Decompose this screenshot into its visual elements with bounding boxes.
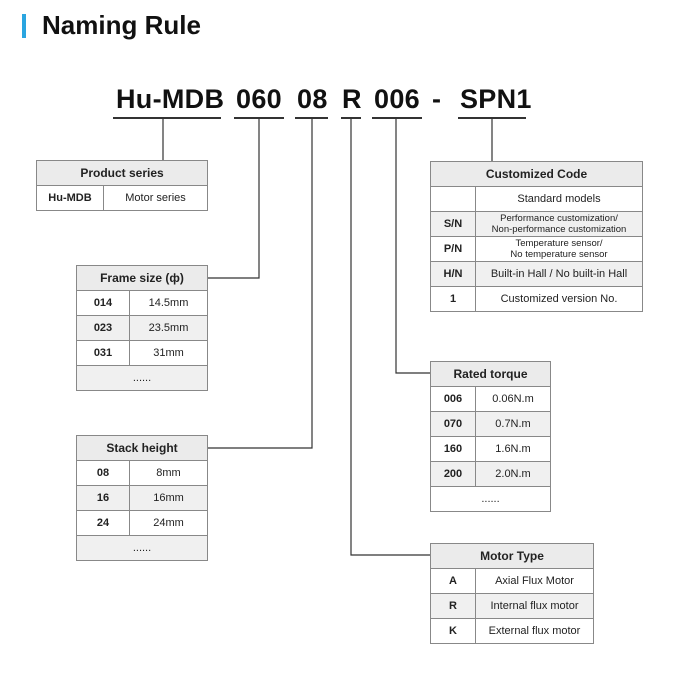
underline-frame bbox=[234, 117, 284, 119]
rated-torque-header: Rated torque bbox=[430, 361, 551, 387]
customized-code-desc-line: Non-performance customization bbox=[491, 224, 627, 235]
customized-code-code bbox=[430, 186, 476, 212]
stack-height-code: 24 bbox=[76, 510, 130, 536]
motor-type-table: Motor Type A Axial Flux Motor R Internal… bbox=[430, 543, 594, 644]
frame-size-header: Frame size (ф) bbox=[76, 265, 208, 291]
code-part-series: Hu-MDB bbox=[116, 84, 225, 114]
stack-height-code: 08 bbox=[76, 460, 130, 486]
frame-size-desc: 14.5mm bbox=[129, 290, 208, 316]
rated-torque-desc: 1.6N.m bbox=[475, 436, 551, 462]
rated-torque-code: 200 bbox=[430, 461, 476, 487]
stack-height-code: 16 bbox=[76, 485, 130, 511]
stack-height-header: Stack height bbox=[76, 435, 208, 461]
code-part-custom: SPN1 bbox=[460, 84, 532, 114]
frame-size-code: 014 bbox=[76, 290, 130, 316]
frame-size-code: 031 bbox=[76, 340, 130, 366]
customized-code-header: Customized Code bbox=[430, 161, 643, 187]
connector-stack bbox=[207, 118, 313, 449]
frame-size-desc: 23.5mm bbox=[129, 315, 208, 341]
page-title: Naming Rule bbox=[42, 10, 201, 40]
rated-torque-table: Rated torque 006 0.06N.m 070 0.7N.m 160 … bbox=[430, 361, 551, 512]
product-series-table: Product series Hu-MDB Motor series bbox=[36, 160, 208, 211]
customized-code-table: Customized Code Standard models S/N Perf… bbox=[430, 161, 643, 312]
motor-type-desc: Axial Flux Motor bbox=[475, 568, 594, 594]
rated-torque-code: 006 bbox=[430, 386, 476, 412]
motor-type-code: R bbox=[430, 593, 476, 619]
customized-code-desc-line: No temperature sensor bbox=[510, 249, 608, 260]
frame-size-table: Frame size (ф) 014 14.5mm 023 23.5mm 031… bbox=[76, 265, 208, 391]
customized-code-desc: Performance customization/ Non-performan… bbox=[475, 211, 643, 237]
code-part-type: R bbox=[342, 84, 362, 114]
customized-code-desc: Built-in Hall / No built-in Hall bbox=[475, 261, 643, 287]
frame-size-code: 023 bbox=[76, 315, 130, 341]
underline-stack bbox=[295, 117, 328, 119]
customized-code-desc-line: Performance customization/ bbox=[500, 213, 618, 224]
connector-frame bbox=[207, 118, 260, 279]
frame-size-desc: 31mm bbox=[129, 340, 208, 366]
rated-torque-desc: 2.0N.m bbox=[475, 461, 551, 487]
rated-torque-desc: 0.7N.m bbox=[475, 411, 551, 437]
rated-torque-desc: 0.06N.m bbox=[475, 386, 551, 412]
rated-torque-code: 160 bbox=[430, 436, 476, 462]
rated-torque-code: 070 bbox=[430, 411, 476, 437]
motor-type-code: A bbox=[430, 568, 476, 594]
stack-height-more: ...... bbox=[76, 535, 208, 561]
motor-type-code: K bbox=[430, 618, 476, 644]
code-part-frame: 060 bbox=[236, 84, 282, 114]
motor-type-desc: Internal flux motor bbox=[475, 593, 594, 619]
stack-height-desc: 24mm bbox=[129, 510, 208, 536]
motor-type-desc: External flux motor bbox=[475, 618, 594, 644]
customized-code-code: 1 bbox=[430, 286, 476, 312]
stack-height-desc: 16mm bbox=[129, 485, 208, 511]
customized-code-code: S/N bbox=[430, 211, 476, 237]
customized-code-desc-line: Temperature sensor/ bbox=[515, 238, 603, 249]
product-series-desc: Motor series bbox=[103, 185, 208, 211]
motor-type-header: Motor Type bbox=[430, 543, 594, 569]
stack-height-table: Stack height 08 8mm 16 16mm 24 24mm ....… bbox=[76, 435, 208, 561]
product-series-header: Product series bbox=[36, 160, 208, 186]
customized-code-code: H/N bbox=[430, 261, 476, 287]
customized-code-desc: Standard models bbox=[475, 186, 643, 212]
customized-code-code: P/N bbox=[430, 236, 476, 262]
underline-torque bbox=[372, 117, 422, 119]
underline-series bbox=[113, 117, 221, 119]
code-part-stack: 08 bbox=[297, 84, 328, 114]
frame-size-more: ...... bbox=[76, 365, 208, 391]
underline-type bbox=[341, 117, 361, 119]
rated-torque-more: ...... bbox=[430, 486, 551, 512]
code-part-dash: - bbox=[432, 84, 442, 114]
customized-code-desc: Temperature sensor/ No temperature senso… bbox=[475, 236, 643, 262]
code-part-torque: 006 bbox=[374, 84, 420, 114]
connector-type bbox=[350, 118, 430, 556]
customized-code-desc: Customized version No. bbox=[475, 286, 643, 312]
title-accent-bar bbox=[22, 14, 26, 38]
connector-torque bbox=[395, 118, 430, 374]
stack-height-desc: 8mm bbox=[129, 460, 208, 486]
product-series-code: Hu-MDB bbox=[36, 185, 104, 211]
underline-custom bbox=[458, 117, 526, 119]
